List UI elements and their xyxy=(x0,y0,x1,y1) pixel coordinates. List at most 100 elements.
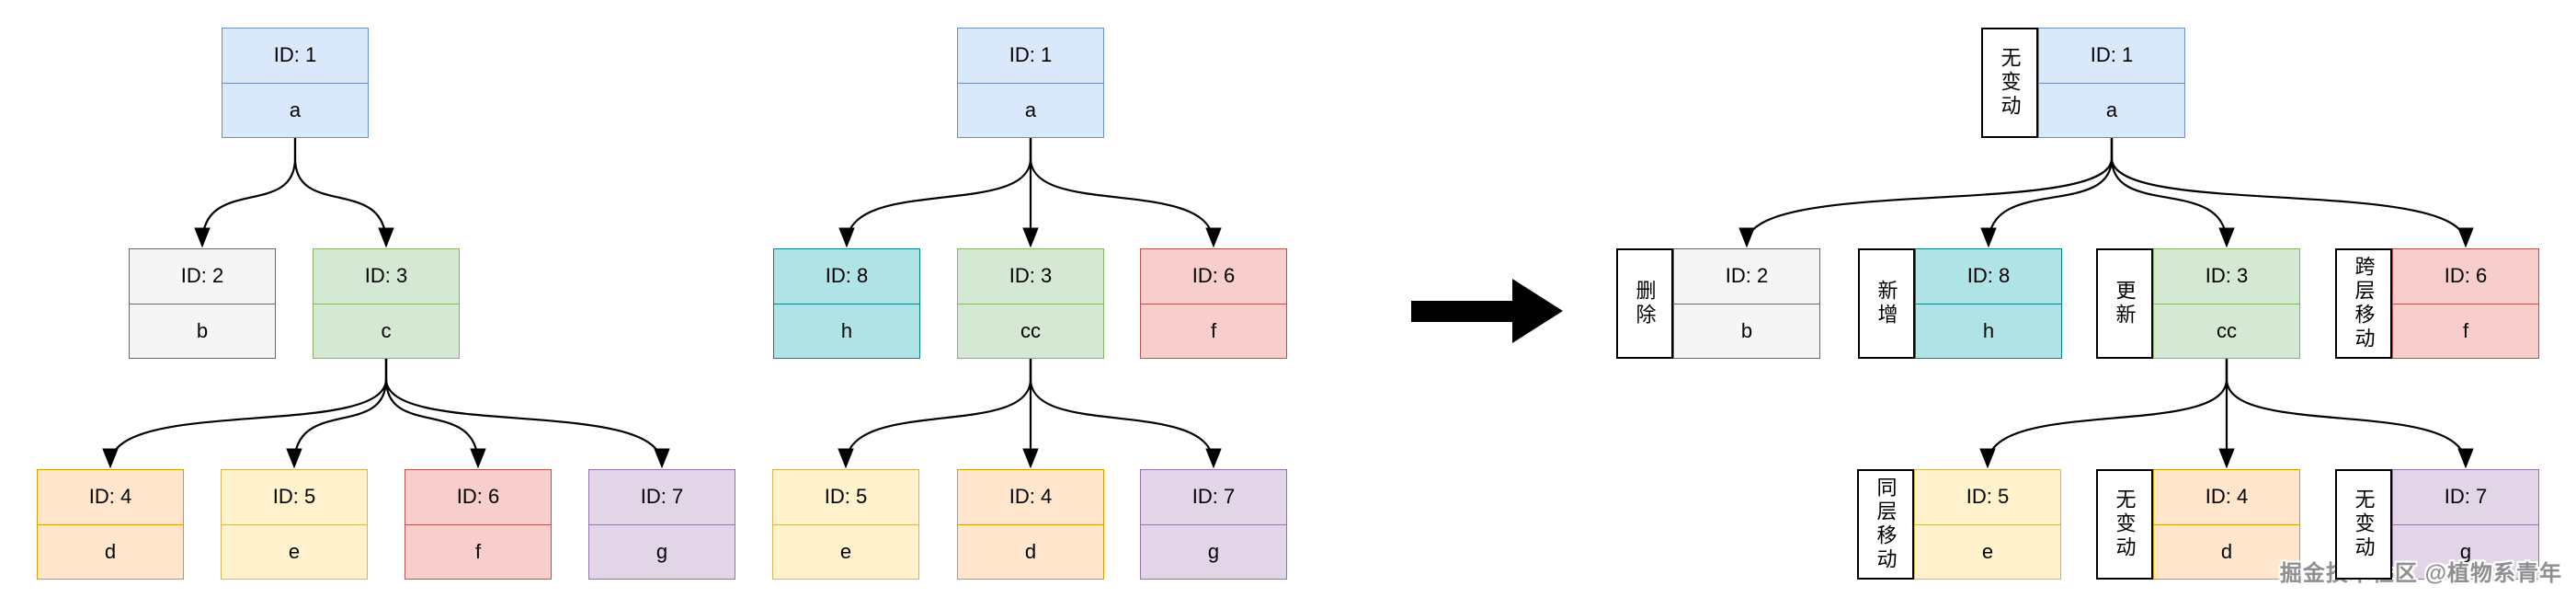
node-name-label: b xyxy=(196,318,209,342)
edge-tree-before-c-f xyxy=(384,359,486,469)
tree-diff-node-g: ID: 7 g xyxy=(2392,469,2539,580)
tree-before-node-b: ID: 2 b xyxy=(129,248,276,359)
diff-tag-label: 删除 xyxy=(1633,280,1657,327)
node-name-label: c xyxy=(381,318,392,342)
edge-tree-before-a-c xyxy=(293,138,394,248)
node-id-label: ID: 5 xyxy=(222,470,367,525)
node-id-label: ID: 8 xyxy=(774,249,919,304)
tree-after-node-e: ID: 5 e xyxy=(772,469,919,580)
watermark-text: 掘金技术社区 @植物系青年 xyxy=(2279,561,2562,586)
node-name-label: g xyxy=(2459,539,2472,563)
tree-diff-node-e: ID: 5 e xyxy=(1914,469,2061,580)
tree-after-node-cc: ID: 3 cc xyxy=(957,248,1104,359)
tree-after-node-a: ID: 1 a xyxy=(957,28,1104,138)
diff-tag-g: 无变动 xyxy=(2335,469,2392,580)
edge-tree-after-a-h xyxy=(838,138,1032,248)
node-id-label: ID: 8 xyxy=(1916,249,2061,304)
node-name-label: f xyxy=(1210,318,1217,342)
diff-tag-label: 无变动 xyxy=(2113,488,2137,560)
edge-tree-diff-cc-g xyxy=(2225,359,2474,469)
edge-tree-before-c-g xyxy=(384,359,670,469)
node-id-label: ID: 3 xyxy=(958,249,1103,304)
edge-tree-diff-a-cc xyxy=(2110,138,2235,248)
node-id-label: ID: 7 xyxy=(2393,470,2538,525)
tree-after-node-d: ID: 4 d xyxy=(957,469,1104,580)
node-name-label: a xyxy=(1024,98,1037,121)
node-id-label: ID: 1 xyxy=(2039,29,2184,84)
node-name-label: d xyxy=(104,539,117,563)
edge-tree-after-a-f xyxy=(1029,138,1222,248)
edge-tree-diff-a-f xyxy=(2110,138,2474,248)
edge-tree-after-cc-g xyxy=(1029,359,1222,469)
tree-after-node-f: ID: 6 f xyxy=(1140,248,1287,359)
diff-tag-a: 无变动 xyxy=(1981,28,2038,138)
diff-tag-h: 新增 xyxy=(1858,248,1915,359)
node-name-label: cc xyxy=(2217,318,2237,342)
edge-tree-after-cc-e xyxy=(838,359,1032,469)
node-name-label: f xyxy=(2462,318,2469,342)
tree-before-node-a: ID: 1 a xyxy=(222,28,369,138)
diff-tag-label: 跨层移动 xyxy=(2352,256,2376,351)
diff-tag-label: 新增 xyxy=(1875,280,1898,327)
node-name-label: d xyxy=(2220,539,2233,563)
node-name-label: g xyxy=(1207,539,1220,563)
node-id-label: ID: 3 xyxy=(2154,249,2299,304)
node-id-label: ID: 6 xyxy=(1141,249,1286,304)
node-id-label: ID: 6 xyxy=(405,470,551,525)
node-id-label: ID: 4 xyxy=(38,470,183,525)
diff-tag-cc: 更新 xyxy=(2096,248,2153,359)
diff-tag-b: 删除 xyxy=(1616,248,1673,359)
edge-tree-diff-a-h xyxy=(1980,138,2114,248)
node-name-label: h xyxy=(840,318,853,342)
edge-tree-before-c-e xyxy=(286,359,388,469)
tree-before-node-d: ID: 4 d xyxy=(37,469,184,580)
diff-tag-d: 无变动 xyxy=(2096,469,2153,580)
node-id-label: ID: 5 xyxy=(773,470,918,525)
node-name-label: e xyxy=(839,539,852,563)
edge-tree-before-c-d xyxy=(102,359,388,469)
diff-tag-label: 无变动 xyxy=(2352,488,2376,560)
tree-edges xyxy=(102,138,2474,469)
node-name-label: e xyxy=(1981,539,1994,563)
node-name-label: d xyxy=(1024,539,1037,563)
tree-diff-node-h: ID: 8 h xyxy=(1915,248,2062,359)
transform-arrow-icon xyxy=(1411,279,1563,343)
diff-tag-label: 同层移动 xyxy=(1874,477,1898,572)
tree-before-node-c: ID: 3 c xyxy=(313,248,460,359)
tree-diff-node-b: ID: 2 b xyxy=(1673,248,1820,359)
tree-after-node-h: ID: 8 h xyxy=(773,248,920,359)
node-name-label: a xyxy=(289,98,302,121)
node-id-label: ID: 7 xyxy=(1141,470,1286,525)
diff-tag-e: 同层移动 xyxy=(1857,469,1914,580)
node-id-label: ID: 4 xyxy=(958,470,1103,525)
node-name-label: g xyxy=(655,539,668,563)
tree-before-node-g: ID: 7 g xyxy=(588,469,735,580)
node-id-label: ID: 2 xyxy=(130,249,275,304)
node-name-label: h xyxy=(1982,318,1995,342)
node-id-label: ID: 1 xyxy=(222,29,368,84)
edge-tree-before-a-b xyxy=(194,138,297,248)
edge-tree-diff-cc-e xyxy=(1979,359,2228,469)
diff-tag-f: 跨层移动 xyxy=(2335,248,2392,359)
tree-diff-node-d: ID: 4 d xyxy=(2153,469,2300,580)
diff-tag-label: 更新 xyxy=(2113,280,2137,327)
node-id-label: ID: 5 xyxy=(1915,470,2060,525)
node-name-label: e xyxy=(288,539,301,563)
diff-tag-label: 无变动 xyxy=(1998,47,2022,119)
node-id-label: ID: 7 xyxy=(589,470,735,525)
node-name-label: b xyxy=(1740,318,1753,342)
tree-after-node-g: ID: 7 g xyxy=(1140,469,1287,580)
tree-before-node-e: ID: 5 e xyxy=(221,469,368,580)
node-id-label: ID: 1 xyxy=(958,29,1103,84)
node-id-label: ID: 2 xyxy=(1674,249,1819,304)
edge-tree-diff-a-b xyxy=(1738,138,2114,248)
tree-diff-node-cc: ID: 3 cc xyxy=(2153,248,2300,359)
node-id-label: ID: 3 xyxy=(313,249,459,304)
node-name-label: cc xyxy=(1020,318,1041,342)
node-id-label: ID: 4 xyxy=(2154,470,2299,525)
